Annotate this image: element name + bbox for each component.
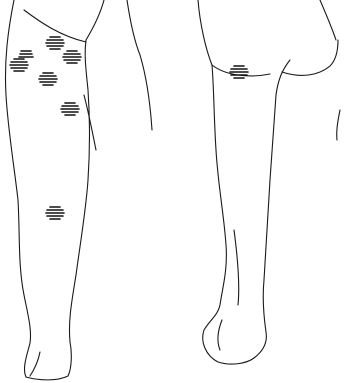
right-view-calf-line (234, 230, 239, 305)
right-view-leg (198, 0, 340, 364)
left-view-inner-edge (86, 0, 104, 40)
hatched-oval-marker-6 (46, 207, 64, 219)
hatched-oval-marker-5 (61, 103, 79, 115)
hatched-oval-marker-3 (10, 59, 28, 71)
hatched-oval-marker-8 (19, 51, 33, 57)
hatched-oval-marker-2 (63, 51, 81, 63)
right-view-neighbor-leg (337, 110, 340, 140)
right-view-far-hip (320, 0, 336, 40)
hatched-oval-marker-4 (39, 73, 57, 85)
hatched-oval-marker-1 (46, 37, 64, 49)
right-view-heel-line (218, 320, 222, 350)
right-view-outer-contour (198, 0, 290, 364)
right-view-neighbor-buttock (282, 40, 338, 75)
left-view-neighbor-thigh (127, 0, 152, 130)
left-view-ankle-line (30, 352, 40, 376)
